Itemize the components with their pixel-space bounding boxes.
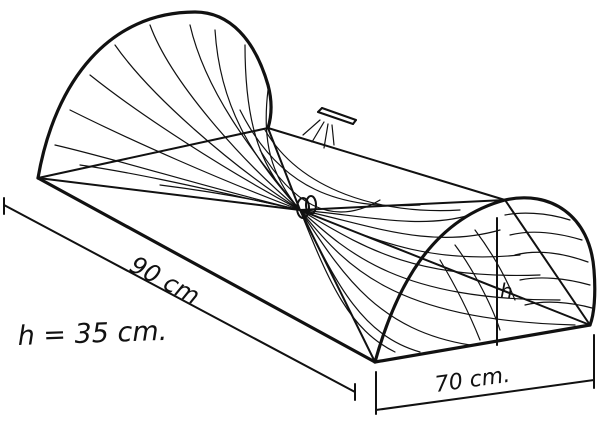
length-label: 90 cm: [125, 251, 204, 311]
center-ring: [296, 195, 317, 219]
left-arch: [36, 10, 273, 180]
frame-outline: [36, 10, 597, 364]
base-front-edge: [36, 176, 377, 364]
lamp-icon: [302, 107, 357, 149]
dimension-90-line: [3, 197, 356, 401]
right-arch: [373, 196, 597, 364]
dimension-70-line: [375, 334, 595, 415]
height-note-label: h = 35 cm.: [17, 316, 168, 352]
frame-inner-lines: [37, 127, 591, 363]
height-marker-label: h: [500, 279, 513, 303]
base-right-edge: [373, 323, 592, 364]
